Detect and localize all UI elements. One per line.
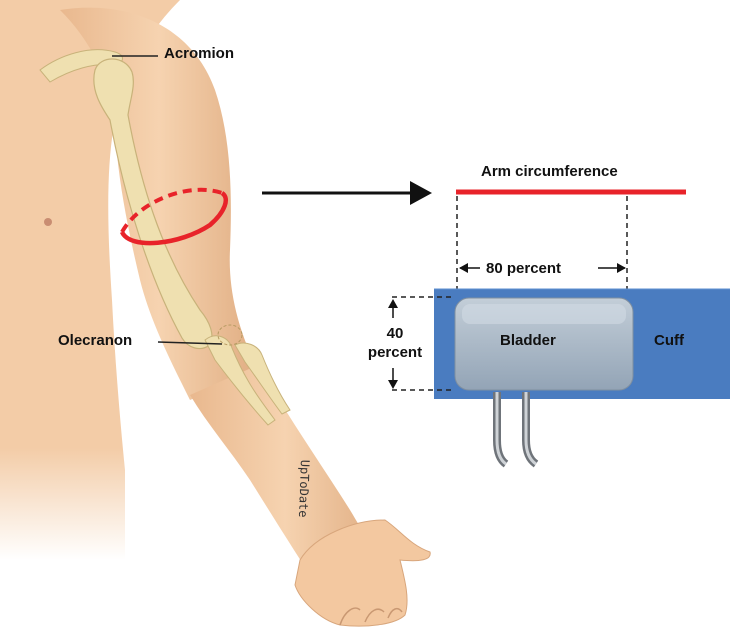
watermark-logo: UpToDate [296, 460, 312, 518]
arm-circumference-label: Arm circumference [481, 163, 618, 180]
olecranon-label: Olecranon [58, 332, 132, 349]
bladder-label: Bladder [500, 332, 556, 349]
acromion-label: Acromion [164, 45, 234, 62]
forty-percent-label: 40 percent [355, 324, 435, 362]
cuff-label: Cuff [654, 332, 684, 349]
nipple [44, 218, 52, 226]
forty-value: 40 [355, 324, 435, 343]
eighty-percent-label: 80 percent [484, 260, 563, 277]
percent-word: percent [355, 343, 435, 362]
